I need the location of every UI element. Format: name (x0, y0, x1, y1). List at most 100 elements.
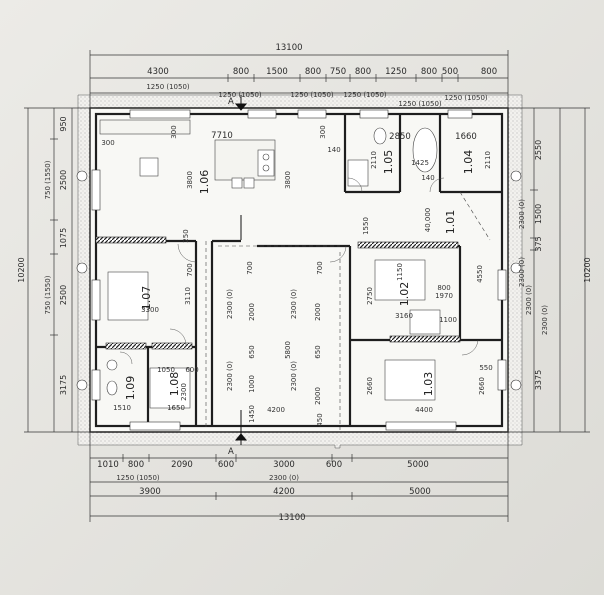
left-overall-dim: 10200 (17, 257, 26, 282)
dim-1510: 1510 (113, 404, 131, 412)
left-dim-950: 950 (59, 116, 68, 131)
room-label-107: 1.07 (140, 286, 153, 311)
top-dim-5: 750 (330, 67, 346, 77)
top-window-dim-6: 1250 (1050) (444, 94, 488, 102)
top-dim-7: 1250 (385, 67, 407, 77)
dim-2300-0-c: 2300 (0) (226, 361, 234, 391)
dim-3110: 3110 (184, 287, 192, 305)
hatched-walls (95, 236, 461, 350)
bottom-dim-5000: 5000 (409, 487, 431, 497)
dim-2300-0-b: 2300 (0) (290, 289, 298, 319)
dim-2300-0-d: 2300 (0) (290, 361, 298, 391)
room-label-104: 1.04 (462, 150, 475, 175)
top-overall-dim: 13100 (275, 43, 302, 53)
top-window-dim-4: 1250 (1050) (343, 91, 387, 99)
dim-2000-c: 2000 (314, 387, 322, 405)
bottom-dim-1: 1010 (97, 460, 119, 470)
dim-650-a: 650 (248, 345, 256, 358)
top-dim-4: 800 (305, 67, 321, 77)
dim-1150: 1150 (396, 263, 404, 281)
right-window-dim-1: 2300 (0) (518, 199, 526, 229)
top-dim-3: 1500 (266, 67, 288, 77)
dim-140-a: 140 (327, 146, 340, 154)
dim-1100: 1100 (439, 316, 457, 324)
dim-3300: 3300 (141, 306, 159, 314)
dim-700-c: 700 (316, 261, 324, 274)
axis-markers (76, 170, 522, 391)
top-window-dim-2: 1250 (1050) (218, 91, 262, 99)
dim-300-b: 300 (170, 125, 178, 138)
dim-650-b: 650 (314, 345, 322, 358)
bottom-dim-7: 5000 (407, 460, 429, 470)
top-dim-6: 800 (355, 67, 371, 77)
room-label-106: 1.06 (198, 170, 211, 195)
top-dim-10: 800 (481, 67, 497, 77)
dim-1650: 1650 (167, 404, 185, 412)
dim-2110-a: 2110 (370, 151, 378, 169)
dim-3800-b: 3800 (284, 171, 292, 189)
bottom-window-dim-1: 1250 (1050) (116, 474, 160, 482)
bottom-dim-4200: 4200 (273, 487, 295, 497)
top-dim-2: 800 (233, 67, 249, 77)
door-swings (119, 177, 479, 365)
top-dim-1: 4300 (147, 67, 169, 77)
right-window-dim-3: 2300 (0) (525, 285, 533, 315)
dim-1550: 1550 (362, 217, 370, 235)
dim-2000-b: 2000 (314, 303, 322, 321)
dim-2750: 2750 (366, 287, 374, 305)
dim-2300: 2300 (180, 383, 188, 401)
dim-140-b: 140 (421, 174, 434, 182)
dim-800: 800 (437, 284, 450, 292)
room-label-108: 1.08 (168, 372, 181, 397)
dim-40000: 40,000 (424, 208, 432, 233)
dim-3800-a: 3800 (186, 171, 194, 189)
dim-700-b: 700 (246, 261, 254, 274)
dim-1050: 1050 (157, 366, 175, 374)
top-window-dim-3: 1250 (1050) (290, 91, 334, 99)
left-dim-2500b: 2500 (59, 285, 68, 305)
dim-2660-b: 2660 (478, 377, 486, 395)
bottom-window-dim-2: 2300 (0) (269, 474, 299, 482)
windows (91, 109, 507, 431)
dim-1000: 1000 (248, 375, 256, 393)
dim-1970: 1970 (435, 292, 453, 300)
dim-450: 450 (316, 413, 324, 426)
dim-5800: 5800 (284, 341, 292, 359)
dim-250: 250 (182, 229, 190, 242)
dim-7710: 7710 (211, 131, 233, 141)
bathroom-fixtures (106, 127, 438, 409)
dim-2300-0-a: 2300 (0) (226, 289, 234, 319)
dim-3160: 3160 (395, 312, 413, 320)
dim-1450: 1450 (248, 405, 256, 423)
right-dim-3375: 3375 (534, 370, 543, 390)
room-label-101: 1.01 (444, 210, 457, 235)
top-dim-9: 500 (442, 67, 458, 77)
dim-550: 550 (479, 364, 492, 372)
top-window-dim-1: 1250 (1050) (146, 83, 190, 91)
dim-2850: 2850 (389, 132, 411, 142)
right-window-dim-2: 2300 (0) (518, 257, 526, 287)
dim-4550: 4550 (476, 265, 484, 283)
bottom-overall-dim: 13100 (278, 513, 305, 523)
left-window-dim-1: 750 (1550) (44, 160, 52, 199)
room-label-105: 1.05 (382, 150, 395, 175)
insulation-band (77, 94, 523, 449)
bottom-dim-4: 600 (218, 460, 234, 470)
dim-1425: 1425 (411, 159, 429, 167)
interior-dims: 7710 300 300 300 3800 3800 2850 1660 211… (101, 125, 492, 426)
top-window-dim-5: 1250 (1050) (398, 100, 442, 108)
dim-600: 600 (185, 366, 198, 374)
kitchen-counter (99, 119, 276, 189)
right-dim-375: 375 (534, 236, 543, 251)
bottom-dim-6: 600 (326, 460, 342, 470)
left-dim-3175: 3175 (59, 375, 68, 395)
bottom-dim-3: 2090 (171, 460, 193, 470)
bottom-dim-5: 3000 (273, 460, 295, 470)
dim-2110-b: 2110 (484, 151, 492, 169)
top-dim-8: 800 (421, 67, 437, 77)
bottom-dim-2: 800 (128, 460, 144, 470)
dim-300-c: 300 (319, 125, 327, 138)
room-label-103: 1.03 (422, 372, 435, 397)
bottom-dim-3900: 3900 (139, 487, 161, 497)
